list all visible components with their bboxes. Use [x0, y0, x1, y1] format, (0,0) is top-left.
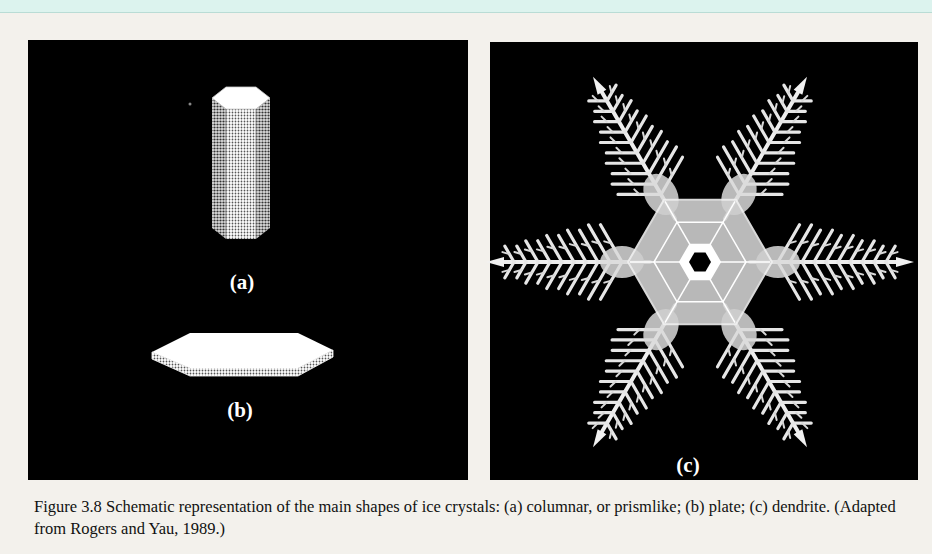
dendrite-crystal — [486, 58, 914, 466]
centre-ring — [680, 245, 720, 280]
centre-plate — [628, 200, 772, 325]
figure-caption: Figure 3.8 Schematic representation of t… — [34, 496, 924, 540]
speck — [189, 103, 192, 106]
centre-core — [689, 252, 711, 271]
plate-crystal — [152, 333, 333, 376]
left-panel — [28, 40, 468, 480]
dendrite-arm — [750, 225, 914, 299]
panel-letter: (a) — [227, 270, 258, 295]
page-band — [0, 0, 932, 13]
panel-letter: (b) — [224, 398, 256, 423]
columnar-crystal — [212, 87, 270, 239]
dendrite-arm — [486, 225, 650, 299]
right-panel — [490, 42, 918, 480]
panel-letter: (c) — [673, 453, 702, 478]
